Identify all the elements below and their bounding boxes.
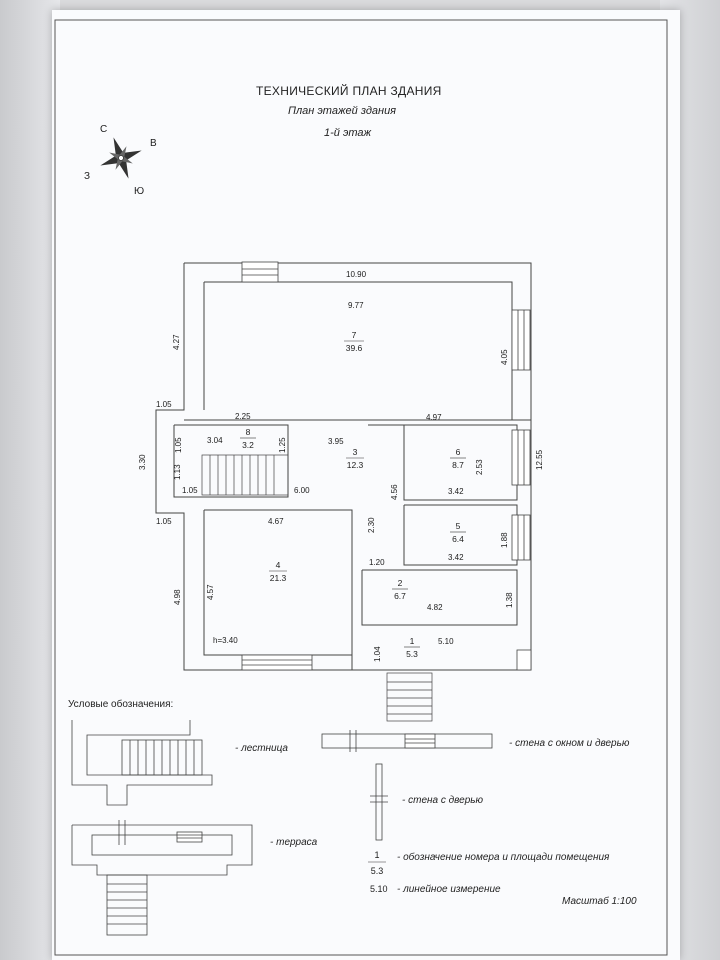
- dim-c26: 5.10: [438, 637, 454, 646]
- legend-title: Условые обозначения:: [68, 699, 174, 710]
- svg-text:6.4: 6.4: [452, 534, 464, 544]
- svg-text:3.2: 3.2: [242, 440, 254, 450]
- compass-e: В: [150, 138, 157, 149]
- dim-c19: 3.42: [448, 553, 464, 562]
- legend-stairs-text: - лестница: [235, 743, 288, 754]
- room-1: 1 5.3: [404, 636, 420, 659]
- dim-c1: 1.05: [156, 400, 172, 409]
- legend-window-door-icon: [321, 730, 493, 752]
- svg-text:6.7: 6.7: [394, 591, 406, 601]
- compass-s: Ю: [134, 186, 144, 196]
- legend-stairs-icon: [71, 720, 213, 806]
- dim-c7: 4.97: [426, 413, 442, 422]
- room-7: 7 39.6: [344, 330, 364, 353]
- compass-w: З: [84, 171, 90, 182]
- dim-c16: 4.67: [268, 517, 284, 526]
- legend-room-marker-text: - обозначение номера и площади помещения: [397, 852, 610, 863]
- legend-sample-num: 1: [374, 850, 379, 860]
- dim-c12: 2.53: [475, 459, 484, 475]
- svg-text:21.3: 21.3: [270, 573, 287, 583]
- legend-sample-area: 5.3: [371, 866, 384, 876]
- document-title: ТЕХНИЧЕСКИЙ ПЛАН ЗДАНИЯ: [256, 84, 442, 98]
- dim-top-inner: 9.77: [348, 301, 364, 310]
- svg-text:7: 7: [352, 330, 357, 340]
- room-2: 2 6.7: [392, 578, 408, 601]
- room-6: 6 8.7: [450, 447, 466, 470]
- svg-text:8: 8: [246, 427, 251, 437]
- legend-terrace-icon: [71, 820, 253, 936]
- dim-c20: 1.20: [369, 558, 385, 567]
- compass-n: С: [100, 124, 107, 135]
- legend-terrace-text: - терраса: [270, 837, 318, 848]
- dim-c8: 3.30: [138, 454, 147, 470]
- legend-door-icon: [370, 763, 388, 841]
- dim-c15: 1.05: [156, 517, 172, 526]
- dim-c14: 4.56: [390, 484, 399, 500]
- svg-text:5: 5: [456, 521, 461, 531]
- background-left: [0, 0, 60, 960]
- dim-c24: 4.82: [427, 603, 443, 612]
- dim-c18: 1.88: [500, 532, 509, 548]
- document-subtitle: План этажей здания: [288, 105, 397, 117]
- dim-c3: 3.04: [207, 436, 223, 445]
- svg-text:1: 1: [410, 636, 415, 646]
- floor-plan: 10.90 9.77 4.27 4.05 12.55 1.05 2.25 3.0…: [138, 261, 544, 722]
- dim-c22: 4.57: [206, 584, 215, 600]
- room-5: 5 6.4: [450, 521, 466, 544]
- svg-text:6: 6: [456, 447, 461, 457]
- svg-text:5.3: 5.3: [406, 649, 418, 659]
- dim-c21: 4.98: [173, 589, 182, 605]
- dim-r7-right: 4.05: [500, 349, 509, 365]
- dim-top-outer: 10.90: [346, 270, 367, 279]
- document-sheet: ТЕХНИЧЕСКИЙ ПЛАН ЗДАНИЯ План этажей здан…: [52, 10, 680, 960]
- floor-label: 1-й этаж: [324, 127, 372, 139]
- svg-text:2: 2: [398, 578, 403, 588]
- dim-height: h=3.40: [213, 636, 238, 645]
- svg-text:4: 4: [276, 560, 281, 570]
- svg-text:8.7: 8.7: [452, 460, 464, 470]
- sheet-frame: [54, 19, 668, 956]
- legend-linear-text: - линейное измерение: [397, 884, 501, 895]
- dim-c5: 1.25: [278, 437, 287, 453]
- scale-label: Масштаб 1:100: [562, 896, 637, 907]
- svg-text:39.6: 39.6: [346, 343, 363, 353]
- dim-c23: 1.38: [505, 592, 514, 608]
- compass-icon: С В Ю З: [84, 124, 157, 196]
- dim-c17: 2.30: [367, 517, 376, 533]
- dim-c25: 1.04: [373, 646, 382, 662]
- dim-c6: 3.95: [328, 437, 344, 446]
- legend-sample-dim: 5.10: [370, 884, 388, 894]
- legend-door-text: - стена с дверью: [402, 795, 484, 806]
- dim-c11: 6.00: [294, 486, 310, 495]
- dim-c10: 1.05: [182, 486, 198, 495]
- dim-c2: 2.25: [235, 412, 251, 421]
- dim-c4: 1.05: [174, 437, 183, 453]
- svg-text:3: 3: [353, 447, 358, 457]
- room-4: 4 21.3: [269, 560, 287, 583]
- dim-left-upper: 4.27: [172, 334, 181, 350]
- dim-c13: 3.42: [448, 487, 464, 496]
- room-3: 3 12.3: [346, 447, 364, 470]
- legend-window-door-text: - стена с окном и дверью: [509, 738, 630, 749]
- dim-c9: 1.13: [173, 464, 182, 480]
- legend-room-marker: 1 5.3: [368, 850, 386, 876]
- dim-right-total: 12.55: [535, 449, 544, 470]
- svg-text:12.3: 12.3: [347, 460, 364, 470]
- room-8: 8 3.2: [240, 427, 256, 450]
